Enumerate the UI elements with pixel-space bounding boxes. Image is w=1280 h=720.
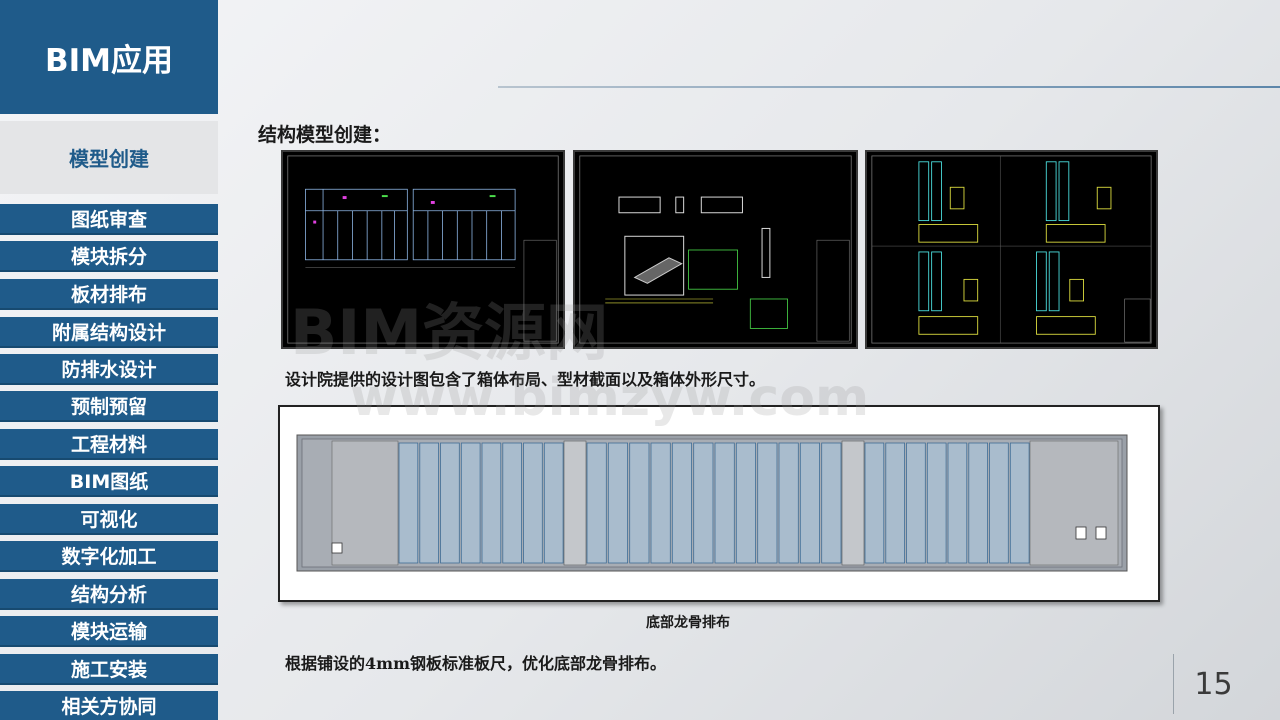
cad-drawing-outline[interactable] bbox=[865, 150, 1158, 349]
sidebar-item-bim-drawings[interactable]: BIM图纸 bbox=[0, 466, 218, 497]
keel-panel bbox=[864, 442, 885, 564]
keel-panel bbox=[607, 442, 628, 564]
sidebar-item-digital-processing[interactable]: 数字化加工 bbox=[0, 541, 218, 572]
cad-layout-svg bbox=[287, 155, 559, 344]
keel-panel bbox=[714, 442, 735, 564]
keel-panel bbox=[906, 442, 926, 564]
keel-layout-svg bbox=[296, 434, 1128, 572]
sidebar-item-construction-install[interactable]: 施工安装 bbox=[0, 654, 218, 685]
keel-panel bbox=[671, 442, 692, 564]
sidebar: BIM应用 模型创建 图纸审查 模块拆分 板材排布 附属结构设计 防排水设计 预… bbox=[0, 0, 218, 720]
sidebar-item-structural-analysis[interactable]: 结构分析 bbox=[0, 579, 218, 610]
keel-panel bbox=[419, 442, 440, 564]
keel-panel bbox=[947, 442, 968, 564]
keel-panel bbox=[543, 442, 564, 564]
keel-panel bbox=[1009, 442, 1030, 564]
cad-drawing-sections[interactable] bbox=[573, 150, 858, 349]
keel-panel bbox=[502, 442, 523, 564]
description-drawings: 设计院提供的设计图包含了箱体布局、型材截面以及箱体外形尺寸。 bbox=[285, 370, 766, 389]
keel-panel bbox=[821, 442, 842, 564]
keel-panel bbox=[989, 442, 1009, 564]
keel-panels bbox=[398, 442, 1030, 564]
brand-title: BIM应用 bbox=[0, 0, 218, 114]
keel-panel bbox=[440, 442, 460, 564]
keel-panel bbox=[481, 442, 502, 564]
keel-panel bbox=[523, 442, 543, 564]
keel-panel bbox=[693, 442, 714, 564]
sidebar-item-materials[interactable]: 工程材料 bbox=[0, 429, 218, 460]
sidebar-item-plate-layout[interactable]: 板材排布 bbox=[0, 279, 218, 310]
description-keel: 根据铺设的4mm钢板标准板尺，优化底部龙骨排布。 bbox=[285, 654, 666, 673]
keel-panel bbox=[629, 442, 650, 564]
sidebar-item-auxiliary-structure[interactable]: 附属结构设计 bbox=[0, 317, 218, 348]
keel-panel bbox=[778, 442, 799, 564]
sidebar-item-visualization[interactable]: 可视化 bbox=[0, 504, 218, 535]
sidebar-item-drawing-review[interactable]: 图纸审查 bbox=[0, 204, 218, 235]
sidebar-item-module-transport[interactable]: 模块运输 bbox=[0, 616, 218, 647]
keel-panel bbox=[650, 442, 671, 564]
keel-panel bbox=[398, 442, 419, 564]
sidebar-item-waterproof-design[interactable]: 防排水设计 bbox=[0, 354, 218, 385]
keel-panel bbox=[460, 442, 481, 564]
sidebar-item-module-split[interactable]: 模块拆分 bbox=[0, 241, 218, 272]
figure-caption: 底部龙骨排布 bbox=[646, 615, 730, 631]
keel-panel bbox=[757, 442, 778, 564]
cad-drawing-layout[interactable] bbox=[281, 150, 565, 349]
section-title: 结构模型创建： bbox=[258, 124, 392, 146]
keel-panel bbox=[968, 442, 988, 564]
keel-panel bbox=[799, 442, 820, 564]
keel-panel bbox=[926, 442, 947, 564]
keel-panel bbox=[735, 442, 756, 564]
sidebar-item-prefab-reserve[interactable]: 预制预留 bbox=[0, 391, 218, 422]
keel-panel bbox=[586, 442, 607, 564]
keel-layout-figure[interactable] bbox=[278, 405, 1160, 602]
page-number: 15 bbox=[1173, 654, 1253, 714]
keel-panel bbox=[885, 442, 905, 564]
header-divider bbox=[498, 86, 1280, 88]
cad-sections-svg bbox=[579, 155, 852, 344]
sidebar-current-item[interactable]: 模型创建 bbox=[0, 121, 218, 194]
cad-outline-svg bbox=[871, 155, 1152, 344]
sidebar-item-stakeholder-collab[interactable]: 相关方协同 bbox=[0, 691, 218, 720]
